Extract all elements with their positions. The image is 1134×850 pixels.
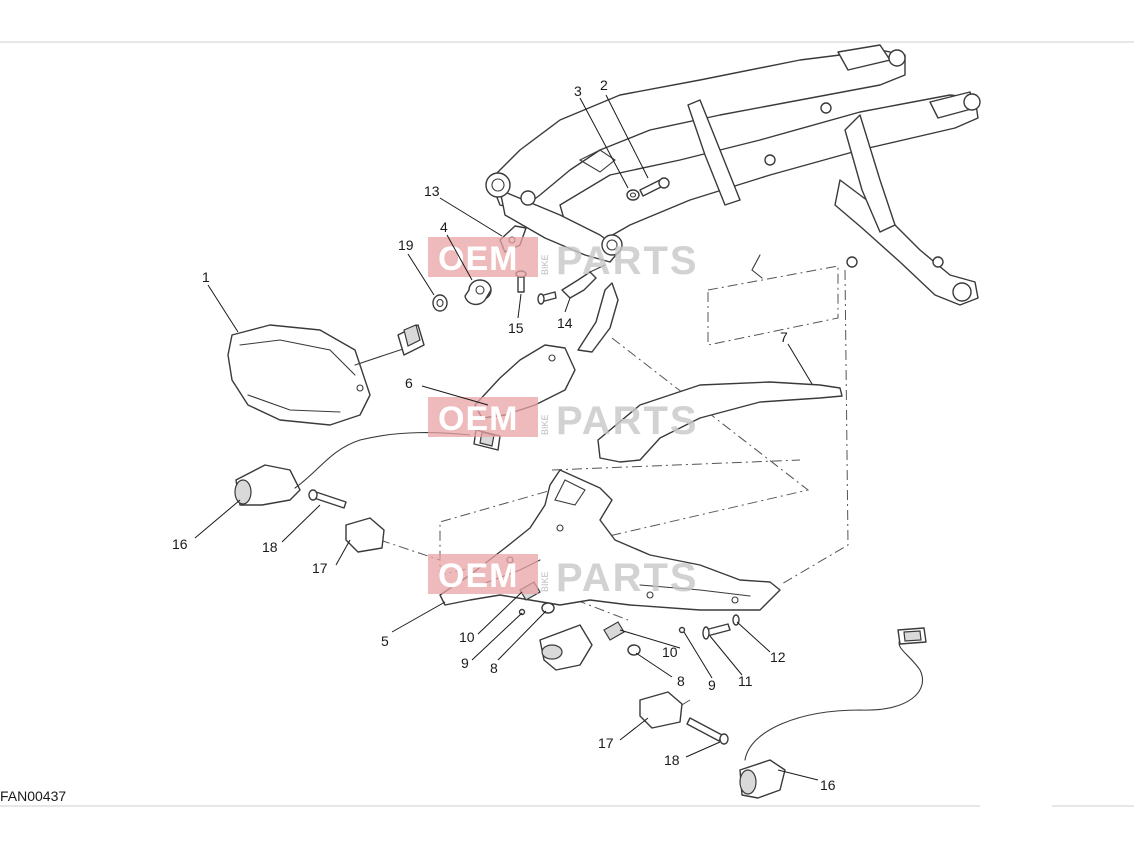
part-8-screws xyxy=(541,602,641,656)
callout-16-left: 16 xyxy=(172,536,188,552)
callout-16-right: 16 xyxy=(820,777,836,793)
watermark-left-text: OEM xyxy=(438,557,518,595)
assembly-guides xyxy=(379,265,849,716)
callout-10-left: 10 xyxy=(459,629,475,645)
callout-18-left: 18 xyxy=(262,539,278,555)
callout-9-right: 9 xyxy=(708,677,716,693)
rear-subframe xyxy=(485,44,981,306)
callout-8-right: 8 xyxy=(677,673,685,689)
callout-4: 4 xyxy=(440,219,448,235)
part-7-cover xyxy=(597,381,843,463)
part-2-bolt xyxy=(639,177,670,197)
watermark-left-text: OEM xyxy=(438,400,518,438)
callout-8-left: 8 xyxy=(490,660,498,676)
watermark-vertical-text: BIKE xyxy=(540,414,550,435)
part-9-nuts xyxy=(518,608,686,634)
callout-15: 15 xyxy=(508,320,524,336)
leader-lines xyxy=(194,94,819,781)
watermark-right-text: PARTS xyxy=(556,399,699,443)
callout-12: 12 xyxy=(770,649,786,665)
watermark-bottom: OEM BIKE PARTS xyxy=(428,554,699,600)
callout-19: 19 xyxy=(398,237,414,253)
watermark-middle: OEM BIKE PARTS xyxy=(428,397,699,443)
part-18-bolt-left xyxy=(308,489,347,509)
watermark-left-text: OEM xyxy=(438,240,518,278)
part-18-bolt-right xyxy=(686,717,729,745)
part-19-washer xyxy=(432,294,448,312)
watermark-vertical-text: BIKE xyxy=(540,254,550,275)
callout-10-right: 10 xyxy=(662,644,678,660)
part-16-turn-signal-left xyxy=(234,429,501,506)
part-1-tail-light xyxy=(227,324,425,426)
part-11-bolt xyxy=(702,623,731,640)
watermark-right-text: PARTS xyxy=(556,239,699,283)
watermark-top: OEM BIKE PARTS xyxy=(428,237,699,283)
callout-9-left: 9 xyxy=(461,655,469,671)
callout-7: 7 xyxy=(780,329,788,345)
callout-18-right: 18 xyxy=(664,752,680,768)
callout-labels: 1 2 3 4 5 6 7 8 8 9 9 10 10 11 12 13 14 … xyxy=(172,77,836,793)
part-5-lamp-housing xyxy=(539,624,593,671)
callout-11: 11 xyxy=(738,673,753,689)
part-3-washer xyxy=(626,189,640,201)
callout-1: 1 xyxy=(202,269,210,285)
watermark-right-text: PARTS xyxy=(556,556,699,600)
callout-5: 5 xyxy=(381,633,389,649)
callout-13: 13 xyxy=(424,183,440,199)
callout-6: 6 xyxy=(405,375,413,391)
watermark-vertical-text: BIKE xyxy=(540,571,550,592)
callout-17-right: 17 xyxy=(598,735,614,751)
drawing-code-label: FAN00437 xyxy=(0,788,67,804)
callout-17-left: 17 xyxy=(312,560,328,576)
part-16-turn-signal-right xyxy=(739,627,927,799)
part-17-spacer-right xyxy=(639,691,683,729)
part-17-spacer-left xyxy=(345,517,385,553)
callout-14: 14 xyxy=(557,315,573,331)
callout-3: 3 xyxy=(574,83,582,99)
part-4-spacer xyxy=(464,279,492,306)
callout-2: 2 xyxy=(600,77,608,93)
